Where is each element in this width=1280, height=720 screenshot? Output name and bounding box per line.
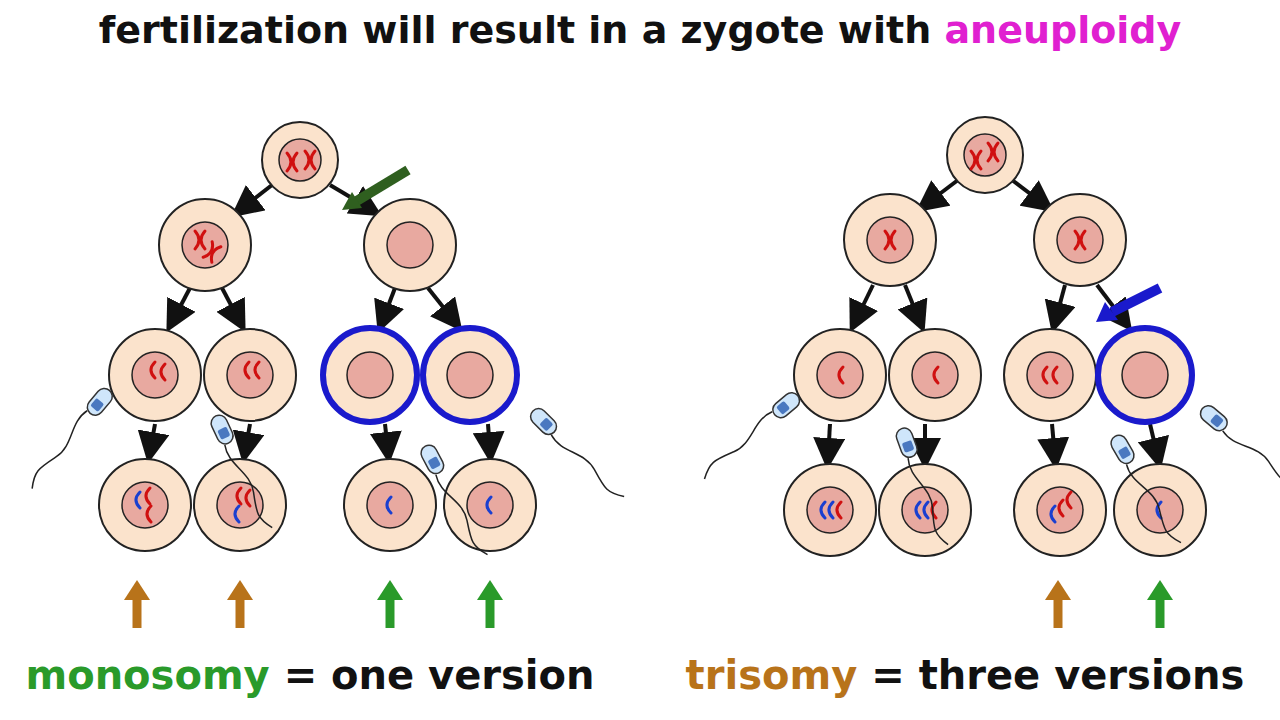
- definition-label: = three versions: [871, 652, 1244, 698]
- title-highlight: aneuploidy: [944, 8, 1181, 52]
- term-label: monosomy: [25, 652, 269, 698]
- definition-label: = one version: [284, 652, 595, 698]
- term-label: trisomy: [686, 652, 858, 698]
- title: fertilization will result in a zygote wi…: [99, 8, 1182, 52]
